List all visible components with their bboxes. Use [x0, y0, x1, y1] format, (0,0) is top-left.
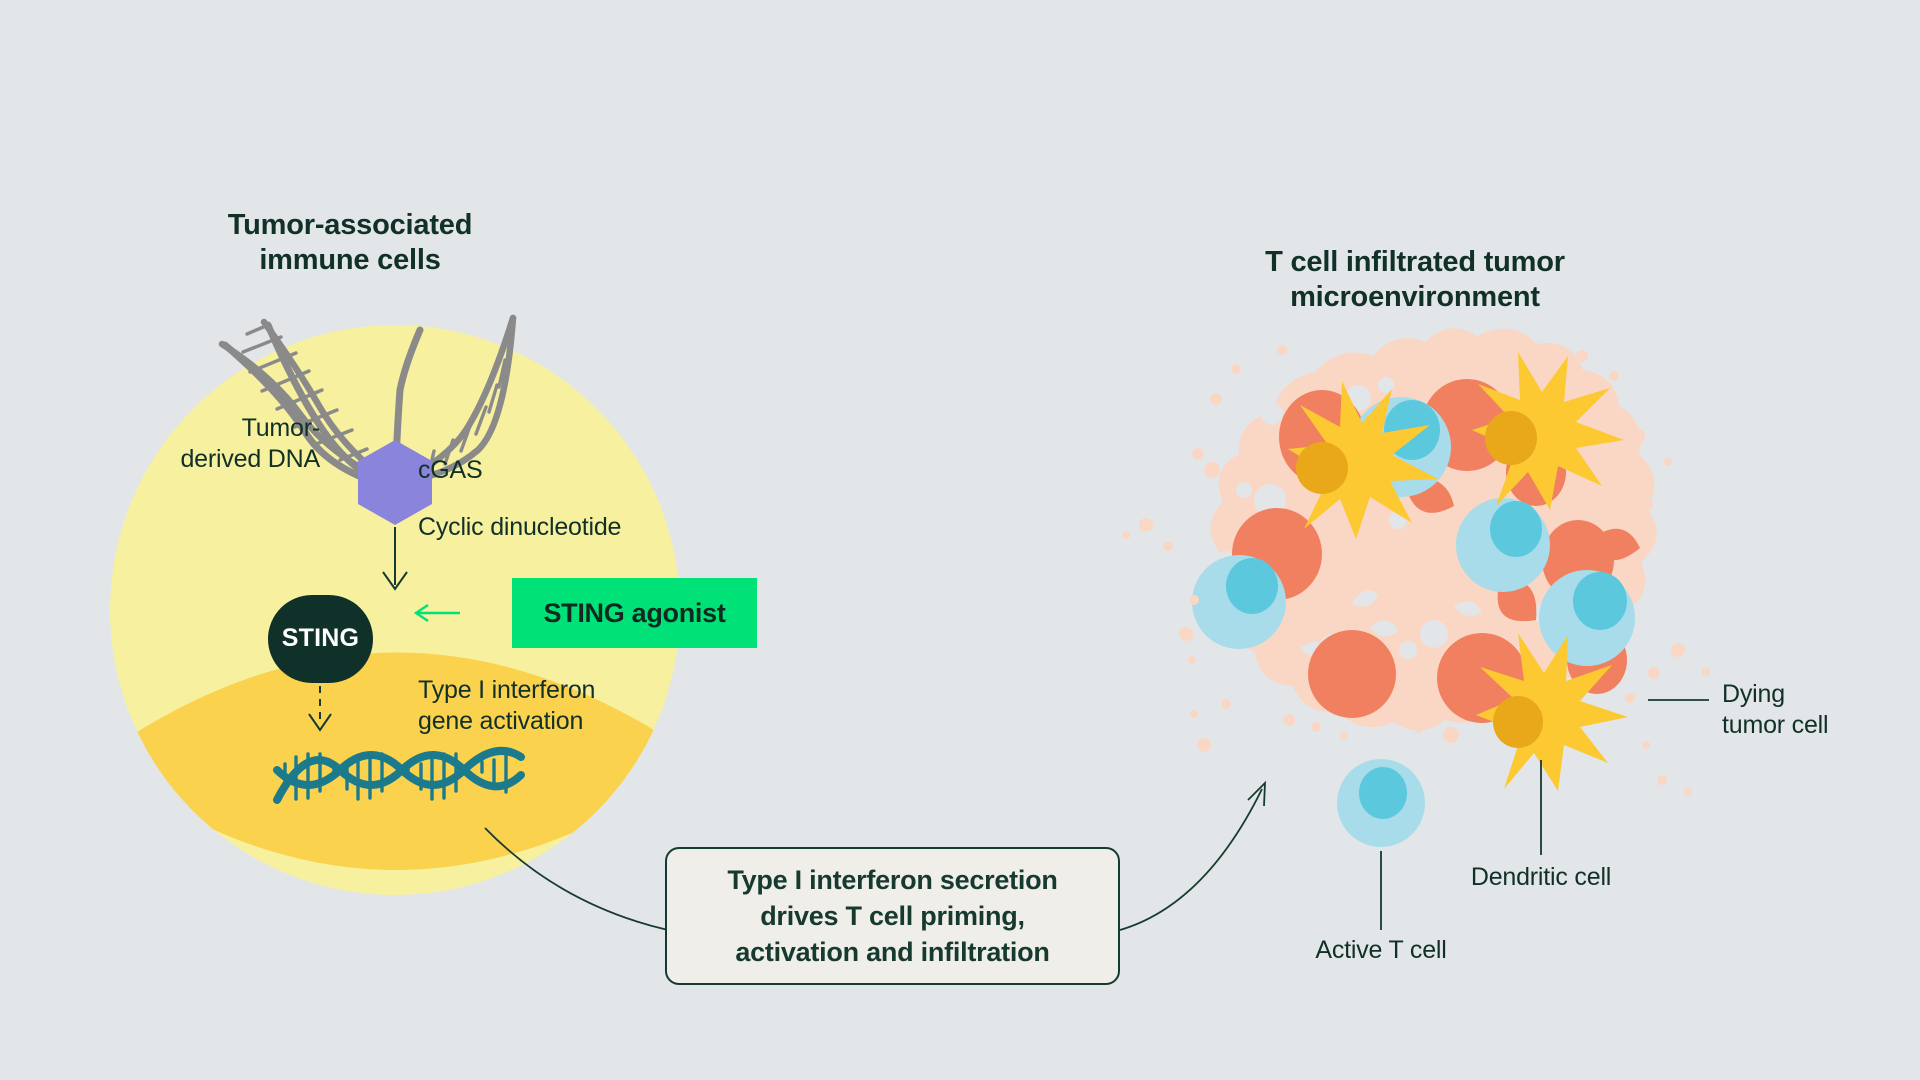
active-t-cell-label: Active T cell [1315, 936, 1447, 964]
tumor-derived-dna-label-line1: Tumor- [241, 414, 321, 442]
tumor-dna-left-arm [218, 318, 396, 488]
t-cell [1192, 555, 1286, 649]
interferon-gene-activation-line2: gene activation [418, 707, 584, 735]
left-panel-title: Tumor-associated immune cells [205, 208, 495, 279]
dying-tumor-cell-label-line1: Dying [1722, 680, 1785, 708]
tumor-derived-dna-label-line2: derived DNA [180, 445, 320, 473]
sting-agonist-arrow [413, 604, 460, 622]
t-cell [1539, 570, 1635, 666]
sting-label: STING [281, 624, 360, 652]
right-panel-title-line1: T cell infiltrated tumor [1265, 246, 1565, 278]
nuclear-dna-helix [273, 746, 525, 804]
scattered-particles [1122, 345, 1710, 796]
callout-line3: activation and infiltration [735, 937, 1050, 968]
left-panel-title-line2: immune cells [259, 244, 441, 277]
cyclic-dinucleotide-arrow [382, 527, 408, 591]
cyclic-dinucleotide-label: Cyclic dinucleotide [418, 513, 622, 541]
dendritic-cell [1472, 352, 1624, 510]
sting-agonist-label: STING agonist [543, 597, 726, 628]
sting-pill [268, 595, 373, 683]
right-panel-title-line2: microenvironment [1290, 281, 1540, 314]
tumor-microenvironment-graphic [1122, 328, 1710, 847]
gene-activation-arrow [308, 686, 332, 732]
tumor-derived-dna-label: Tumor- derived DNA [115, 413, 320, 475]
nucleus-to-callout-connector [484, 827, 669, 931]
left-panel-title-line1: Tumor-associated [227, 209, 473, 241]
callout-line1: Type I interferon secretion [727, 864, 1058, 895]
label-leader-lines [1380, 699, 1709, 930]
dendritic-cell-label: Dendritic cell [1470, 863, 1612, 891]
cgas-label: cGAS [418, 456, 483, 484]
t-cell-active-outside [1337, 759, 1425, 847]
callout-to-tumor-arrow [1119, 780, 1266, 931]
right-panel-title: T cell infiltrated tumor microenvironmen… [1235, 245, 1595, 316]
dendritic-cell [1288, 381, 1438, 539]
callout-text: Type I interferon secretion drives T cel… [727, 862, 1058, 971]
dendritic-cells [1288, 352, 1628, 791]
dying-tumor-cell-label: Dying tumor cell [1722, 679, 1912, 741]
callout-line2: drives T cell priming, [760, 900, 1025, 931]
cgas-hexagon [358, 440, 432, 525]
t-cell [1456, 498, 1550, 592]
interferon-gene-activation-line1: Type I interferon [418, 676, 596, 704]
dendritic-cell [1476, 633, 1628, 791]
immune-cell-graphic [110, 314, 680, 895]
interferon-gene-activation-label: Type I interferon gene activation [418, 675, 595, 737]
dying-tumor-cell-label-line2: tumor cell [1722, 711, 1829, 739]
sting-agonist-button[interactable]: STING agonist [512, 578, 757, 648]
interferon-secretion-callout: Type I interferon secretion drives T cel… [665, 847, 1120, 985]
